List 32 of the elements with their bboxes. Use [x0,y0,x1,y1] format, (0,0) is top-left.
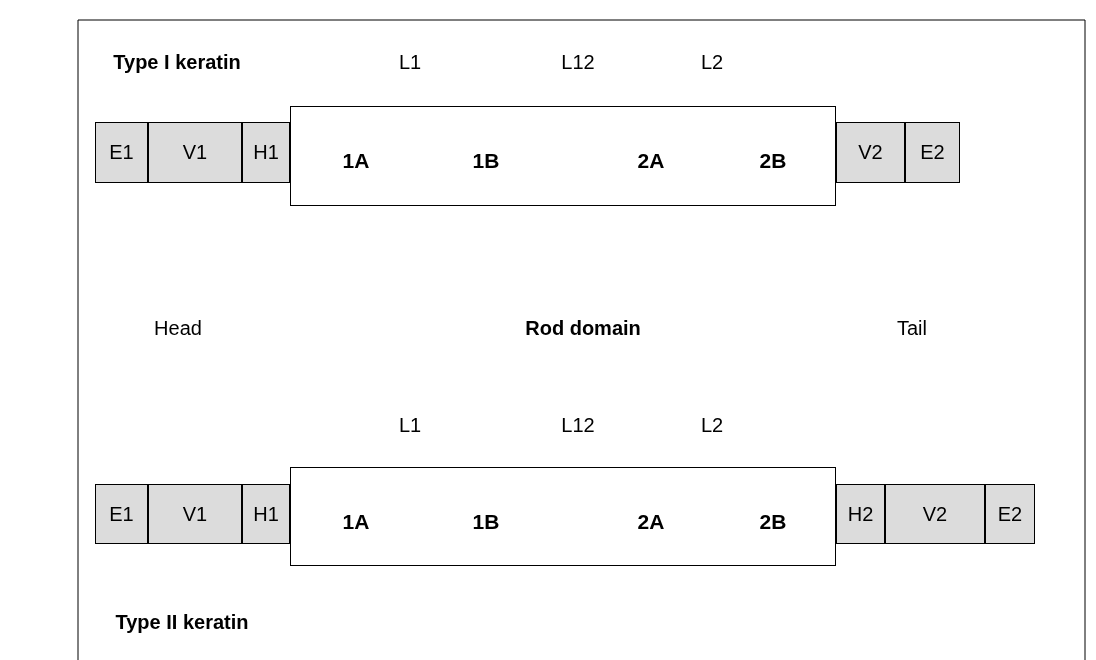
segment-label: 1B [472,509,500,534]
linker-label: L12 [561,413,595,437]
domain-segment: V2 [885,484,985,544]
segment-label: 2A [637,509,665,534]
region-label: Tail [897,316,927,340]
heading: Type I keratin [113,50,241,74]
segment-label: 1A [342,149,370,173]
domain-segment: H1 [242,122,290,183]
region-label: Head [154,316,202,340]
domain-segment: V1 [148,484,242,544]
domain-segment: E1 [95,122,148,183]
domain-segment: H2 [836,484,885,544]
segment-label: 2B [759,509,787,534]
domain-segment: V1 [148,122,242,183]
rod-domain-bar [290,467,836,566]
segment-label: 2B [759,149,787,173]
domain-segment: V2 [836,122,905,183]
domain-segment: E1 [95,484,148,544]
linker-label: L2 [700,413,724,437]
domain-segment: E2 [985,484,1035,544]
heading: Type II keratin [115,610,249,634]
linker-label: L1 [398,50,422,74]
segment-label: 1A [342,509,370,534]
linker-label: L2 [700,50,724,74]
region-label: Rod domain [525,316,641,340]
segment-label: 2A [637,149,665,173]
linker-label: L12 [561,50,595,74]
segment-label: 1B [472,149,500,173]
linker-label: L1 [398,413,422,437]
domain-segment: H1 [242,484,290,544]
rod-domain-bar [290,106,836,206]
domain-segment: E2 [905,122,960,183]
